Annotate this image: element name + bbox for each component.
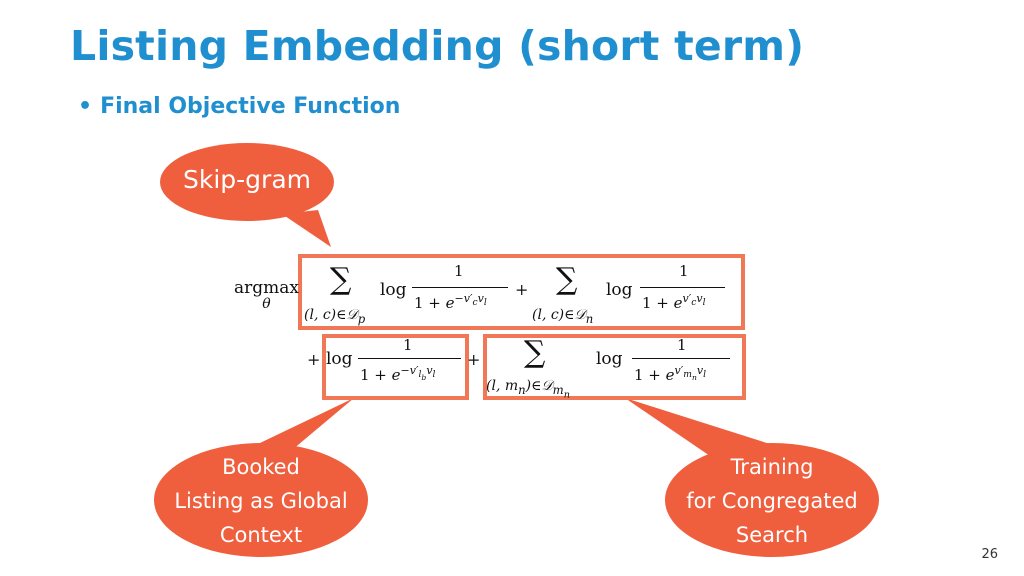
plus-2: + (307, 350, 321, 369)
training-box (483, 334, 746, 400)
sum-negative: ∑ (556, 262, 578, 297)
theta-symbol: θ (262, 296, 271, 312)
sum-market-subscript: (l, mn)∈𝒟mn (486, 378, 570, 401)
log-booked: log (326, 349, 353, 369)
frac-negative-bar (640, 287, 725, 288)
booked-bubble (154, 443, 368, 557)
sum-positive-subscript: (l, c)∈𝒟p (304, 307, 366, 326)
bullet-item: • Final Objective Function (78, 94, 400, 119)
log-negative: log (606, 280, 633, 300)
frac-negative-denominator: 1 + ev′cvl (642, 292, 706, 312)
skipgram-pointer (282, 210, 331, 247)
training-line-3: Search (735, 523, 809, 547)
frac-market-numerator: 1 (677, 336, 687, 354)
training-line-2: for Congregated (686, 489, 858, 513)
frac-market-bar (632, 358, 730, 359)
booked-line-3: Context (219, 523, 303, 547)
training-line-1: Training (730, 455, 814, 479)
booked-pointer (235, 398, 354, 455)
slide-title: Listing Embedding (short term) (70, 22, 805, 70)
frac-booked-bar (358, 358, 461, 359)
booked-box (322, 334, 469, 400)
frac-booked-denominator: 1 + e−v′lbvl (360, 364, 436, 384)
booked-line-2: Listing as Global (174, 489, 348, 513)
skipgram-label: Skip-gram (182, 165, 311, 194)
frac-negative-numerator: 1 (679, 262, 689, 280)
sum-negative-subscript: (l, c)∈𝒟n (532, 307, 594, 326)
frac-market-denominator: 1 + ev′mnvl (634, 364, 707, 384)
skipgram-box (298, 254, 745, 330)
frac-booked-numerator: 1 (403, 336, 413, 354)
sum-market: ∑ (524, 335, 546, 370)
training-label: Training for Congregated Search (665, 450, 879, 552)
bullet-text: Final Objective Function (100, 94, 401, 119)
log-market: log (596, 349, 623, 369)
plus-1: + (515, 280, 529, 299)
training-bubble (665, 443, 879, 557)
bullet-marker: • (78, 94, 93, 119)
log-positive: log (380, 280, 407, 300)
frac-positive-numerator: 1 (454, 262, 464, 280)
booked-label: Booked Listing as Global Context (154, 450, 368, 552)
skipgram-bubble (160, 143, 334, 221)
sum-positive: ∑ (330, 262, 352, 297)
page-number: 26 (981, 547, 998, 562)
argmax-operator: argmax θ (234, 278, 299, 312)
booked-line-1: Booked (222, 455, 300, 479)
frac-positive-bar (412, 287, 508, 288)
frac-positive-denominator: 1 + e−v′cvl (414, 292, 487, 312)
plus-3: + (467, 350, 481, 369)
training-pointer (625, 398, 792, 458)
